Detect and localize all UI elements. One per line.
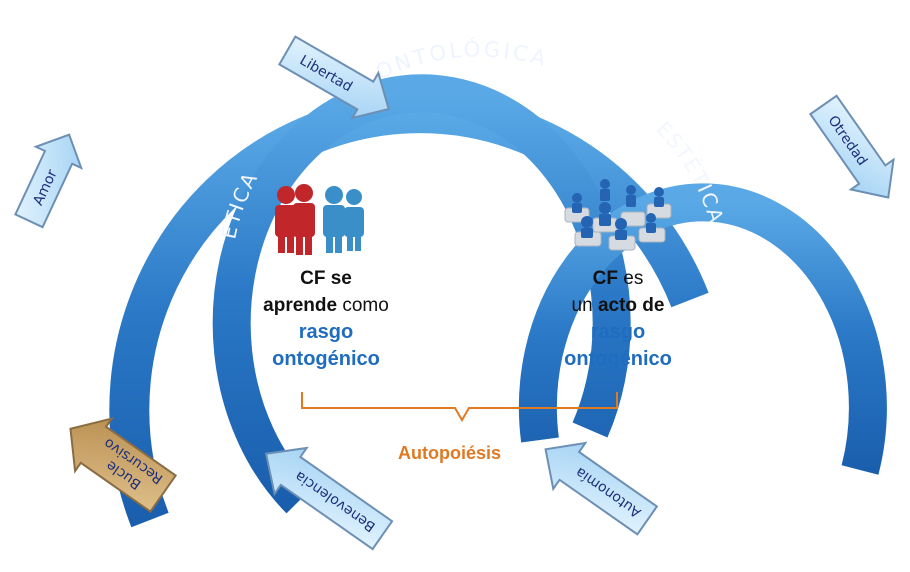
network-puzzle-icon [564, 179, 672, 251]
right-center-text: CF es un acto de rasgo ontogénico [548, 265, 688, 373]
people-group-icon [275, 184, 364, 255]
right-rasgo: rasgo [590, 321, 646, 343]
right-es: es [623, 268, 644, 289]
right-cf: CF [592, 268, 618, 289]
left-center-text: CF se aprende como rasgo ontogénico [246, 265, 406, 373]
autopoiesis-bracket [301, 392, 618, 422]
otredad-arrow: Otredad [808, 94, 895, 199]
left-se: se [330, 268, 352, 289]
right-ontogenico: ontogénico [564, 348, 672, 370]
left-rasgo: rasgo [298, 321, 354, 343]
benevolencia-arrow: Benevolencia [264, 446, 394, 551]
estetica-ring [518, 183, 887, 475]
right-acto-de: acto de [597, 295, 665, 316]
amor-arrow: Amor [14, 133, 83, 229]
right-un: un [571, 295, 593, 316]
left-como: como [342, 295, 389, 316]
autonomia-arrow: Autonomía [544, 441, 659, 536]
left-cf: CF [300, 268, 326, 289]
left-aprende: aprende [263, 295, 338, 316]
autopoiesis-label: Autopoiésis [398, 443, 502, 463]
left-ontogenico: ontogénico [272, 348, 380, 370]
